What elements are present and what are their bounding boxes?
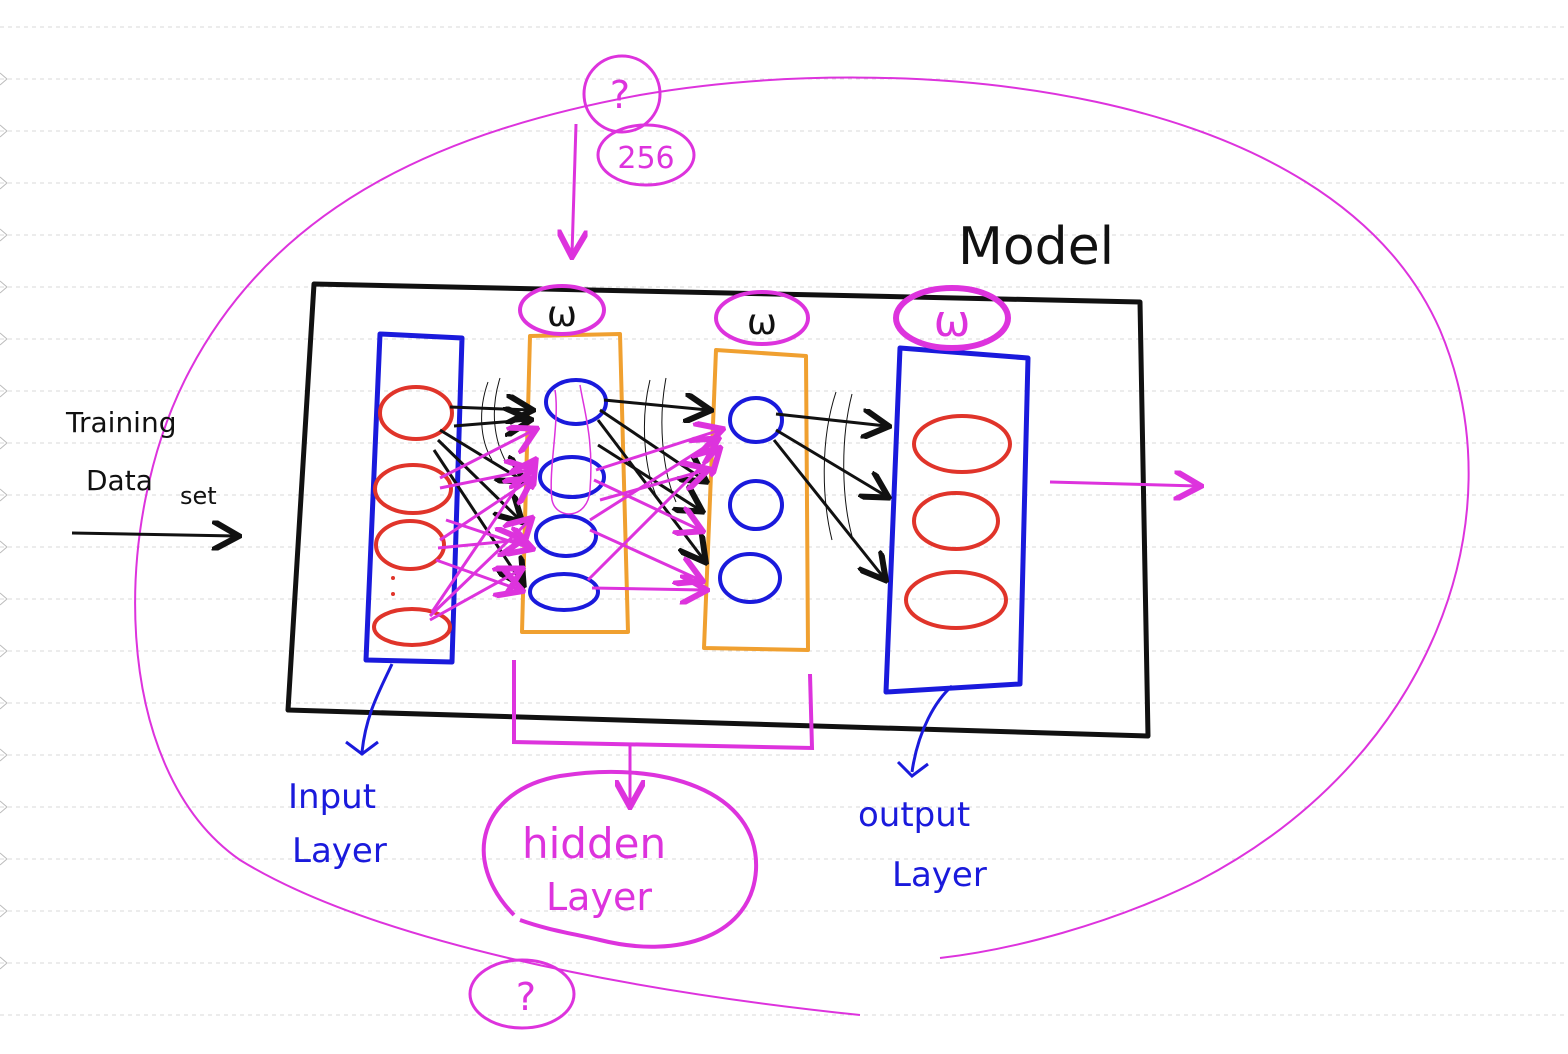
output-layer-label-1: output [858, 795, 970, 835]
hidden-neuron [728, 479, 784, 531]
hidden-layer-label-1: hidden [522, 819, 666, 868]
hidden-neuron [718, 552, 782, 604]
output-layer-arrow [910, 684, 953, 773]
ruled-lines [0, 26, 1568, 1016]
input-layer-arrow [360, 663, 394, 753]
top-question-mark: ? [610, 73, 630, 117]
hidden-neuron [544, 378, 608, 426]
bottom-question-mark: ? [516, 975, 536, 1019]
output-neuron [904, 570, 1008, 630]
output-layer-column [883, 345, 1031, 695]
weight-label-2: ω [747, 302, 777, 343]
weight-label-3: ω [934, 296, 971, 347]
input-layer-label-1: Input [288, 777, 376, 817]
set-label: set [180, 482, 217, 510]
input-neuron [378, 385, 454, 441]
system-enclosure-ellipse [134, 76, 1470, 1016]
magenta-connections [428, 430, 720, 622]
data-label: Data [86, 464, 153, 497]
top-number-bubble [596, 123, 696, 187]
hidden-neuron [538, 455, 606, 499]
margin-triangles [0, 72, 8, 970]
weight-circle-2 [714, 290, 810, 346]
hidden-layer-label-2: Layer [546, 875, 652, 919]
output-neurons [904, 414, 1012, 630]
output-layer-label-2: Layer [892, 855, 987, 895]
input-neuron [373, 463, 453, 515]
model-output-arrow [1049, 482, 1198, 486]
input-neuron [374, 519, 446, 571]
hidden-layer-2-column [702, 348, 810, 652]
weight-label-1: ω [547, 294, 577, 335]
black-connections [432, 377, 886, 583]
input-layer-column [363, 331, 465, 665]
input-layer-arrow-head [345, 740, 379, 756]
model-box [285, 281, 1151, 739]
input-neurons [372, 385, 454, 647]
output-neuron [912, 491, 1000, 551]
output-neuron [912, 414, 1012, 474]
hidden-layer-2-neurons [718, 396, 784, 604]
hidden-layer-bracket [512, 660, 815, 751]
output-layer-arrow-head [896, 760, 929, 778]
input-dots [391, 576, 395, 596]
input-layer-label-2: Layer [292, 831, 387, 871]
weight-circle-1 [518, 284, 606, 336]
hidden-layer-label-bubble [481, 769, 759, 949]
training-label: Training [65, 406, 176, 439]
training-data-arrow [71, 533, 236, 536]
weight-circle-3 [893, 285, 1011, 351]
hidden-neuron-highlight [550, 384, 592, 515]
top-down-arrow [572, 123, 576, 254]
hidden-neuron [534, 514, 598, 558]
hidden-neuron [728, 396, 784, 444]
model-title: Model [958, 217, 1114, 277]
input-neuron [372, 607, 452, 647]
top-number: 256 [617, 141, 674, 176]
bottom-question-bubble [468, 958, 576, 1030]
top-question-bubble [582, 54, 662, 134]
hidden-neuron [528, 572, 600, 612]
